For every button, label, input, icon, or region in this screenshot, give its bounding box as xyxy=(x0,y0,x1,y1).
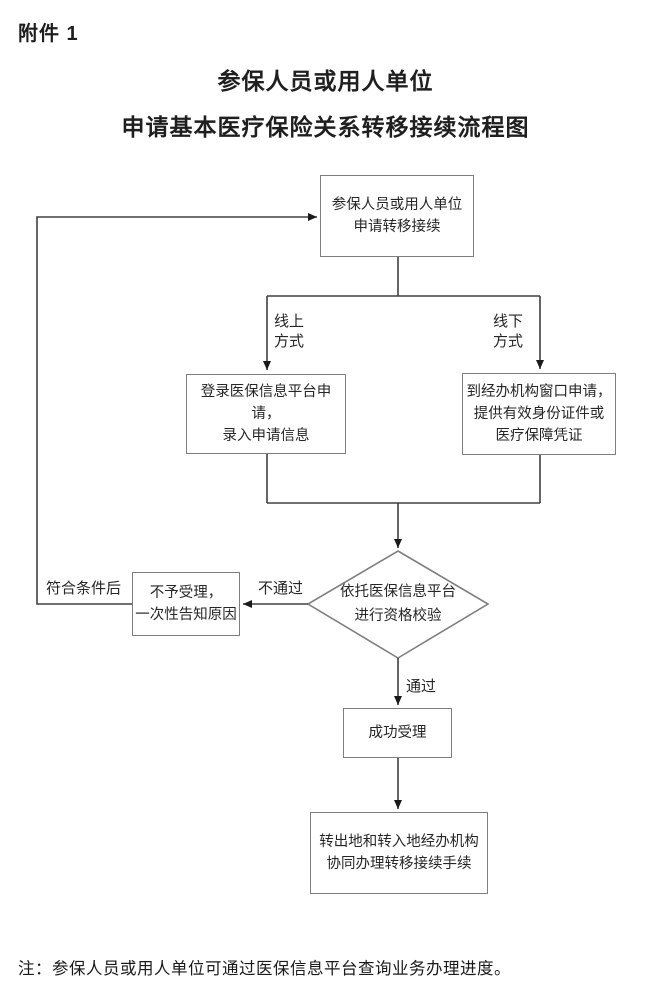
flow-node-offline-apply: 到经办机构窗口申请， 提供有效身份证件或 医疗保障凭证 xyxy=(462,373,616,455)
edge-label-offline-method: 线下 方式 xyxy=(492,312,525,352)
edge-label-pass: 通过 xyxy=(405,677,438,697)
page-title-line1: 参保人员或用人单位 xyxy=(217,68,434,94)
edge-label-online-method: 线上 方式 xyxy=(273,312,306,352)
flow-node-start: 参保人员或用人单位 申请转移接续 xyxy=(320,175,474,257)
flow-node-accept: 成功受理 xyxy=(343,708,452,758)
flow-node-final: 转出地和转入地经办机构 协同办理转移接续手续 xyxy=(310,812,488,894)
connector-feedback-loop xyxy=(36,213,317,605)
edge-label-after-qualify: 符合条件后 xyxy=(45,579,123,599)
footnote: 注：参保人员或用人单位可通过医保信息平台查询业务办理进度。 xyxy=(18,959,511,978)
edge-label-fail: 不通过 xyxy=(257,579,305,599)
flow-node-decision-label: 依托医保信息平台 进行资格校验 xyxy=(340,584,456,624)
flow-node-online-apply: 登录医保信息平台申请， 录入申请信息 xyxy=(186,374,346,454)
page-title-line2: 申请基本医疗保险关系转移接续流程图 xyxy=(121,114,530,140)
flow-node-reject: 不予受理， 一次性告知原因 xyxy=(132,572,240,636)
attachment-label: 附件 1 xyxy=(18,23,79,45)
